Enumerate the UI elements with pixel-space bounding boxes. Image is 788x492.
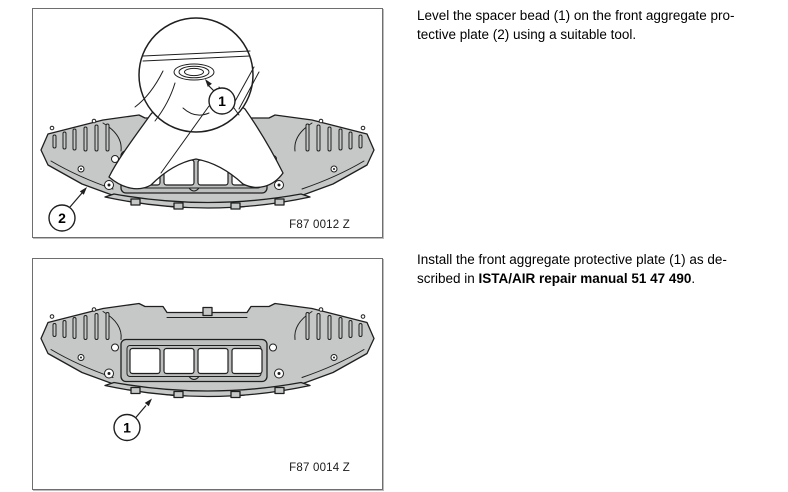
instruction-step-1-line-1: Level the spacer bead (1) on the front a…	[417, 8, 735, 23]
callout-1-number: 1	[123, 420, 131, 436]
figure-box-spacer-bead: 1 2 F87 0012 Z	[32, 8, 383, 238]
figure-1-drawing: 1 2	[40, 17, 375, 232]
figure-2-drawing: 1	[40, 302, 375, 442]
instruction-step-1: Level the spacer bead (1) on the front a…	[417, 6, 785, 44]
callout-2-number: 2	[58, 210, 66, 226]
instruction-step-2-line-1: Install the front aggregate protective p…	[417, 252, 727, 267]
callout-2-badge: 2	[48, 187, 87, 232]
instruction-step-2-line-2: scribed in ISTA/AIR repair manual 51 47 …	[417, 269, 785, 288]
figure-2-label: F87 0014 Z	[289, 462, 350, 474]
spacer-bead	[173, 63, 215, 81]
repair-manual-reference: ISTA/AIR repair manual 51 47 490	[478, 271, 692, 286]
figure-box-protective-plate: 1 F87 0014 Z	[32, 258, 383, 490]
callout-1-badge: 1	[205, 79, 236, 115]
instruction-step-2: Install the front aggregate protective p…	[417, 250, 785, 288]
callout-1-number: 1	[218, 93, 226, 109]
instruction-step-1-line-2: tective plate (2) using a suitable tool.	[417, 27, 637, 42]
callout-1-badge: 1	[113, 398, 152, 442]
instruction-step-2-line-2-pre: scribed in	[417, 271, 479, 286]
figure-1-label: F87 0012 Z	[289, 219, 350, 231]
instruction-step-2-line-2-post: .	[691, 271, 696, 286]
